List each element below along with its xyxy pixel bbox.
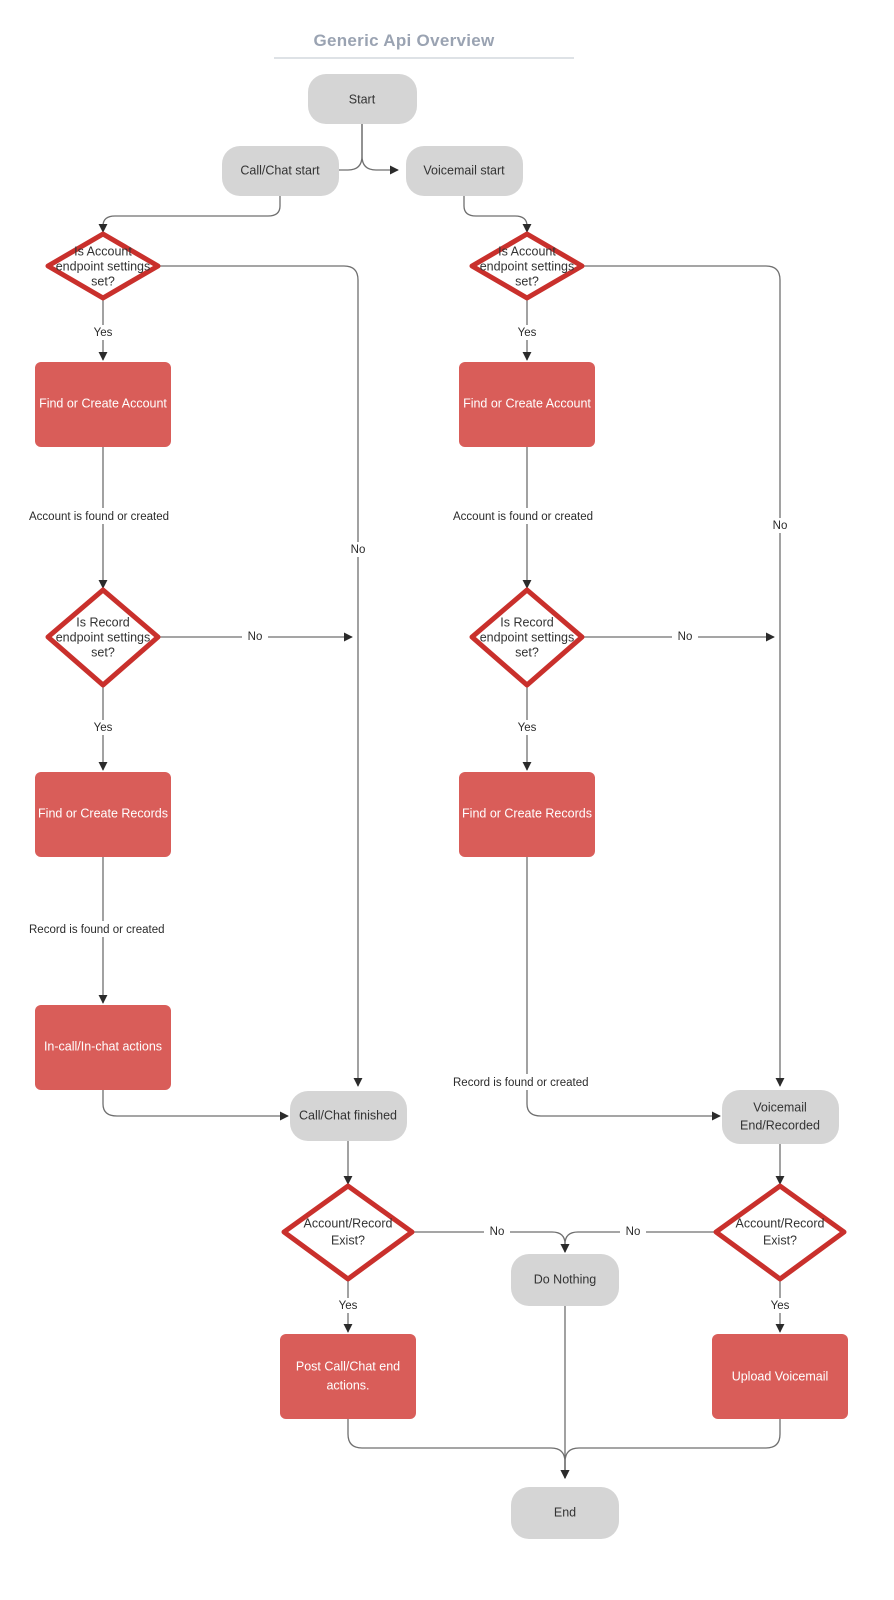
edge-label-bg: [765, 518, 795, 533]
node-do-nothing-label: Do Nothing: [534, 1272, 597, 1286]
node-in-call-in-chat-actions-label: In-call/In-chat actions: [44, 1039, 162, 1053]
edge-postcall-to-end: [347, 1419, 570, 1479]
node-is-record-endpoint-settings-set-left[interactable]: Is Record endpoint settings set?: [45, 587, 161, 688]
node-do-nothing[interactable]: Do Nothing: [511, 1254, 619, 1306]
edge-label-no-rec-right: No: [678, 631, 693, 643]
edge-label-yes-acct-left: Yes: [94, 327, 113, 339]
edge-upload-to-end: [560, 1419, 781, 1479]
edge-acctq-no-right: [582, 265, 785, 1087]
node-find-or-create-records-left-label: Find or Create Records: [38, 806, 168, 820]
diamond-right-acct-line2: endpoint settings: [480, 259, 575, 273]
node-find-or-create-records-right-label: Find or Create Records: [462, 806, 592, 820]
node-start[interactable]: Start: [308, 74, 417, 124]
edge-label-no-exist-right: No: [626, 1226, 641, 1238]
edge-label-no-acct-right: No: [773, 520, 788, 532]
edge-label-bg: [28, 921, 178, 937]
edge-label-no-acct-left: No: [351, 544, 366, 556]
edge-label-no-rec-left: No: [248, 631, 263, 643]
edge-label-yes-rec-left: Yes: [94, 722, 113, 734]
node-voicemail-start-label: Voicemail start: [423, 163, 505, 177]
edge-callchat-to-acctq-left: [98, 196, 281, 233]
node-find-or-create-account-left[interactable]: Find or Create Account: [35, 362, 171, 447]
node-voicemail-end-line2: End/Recorded: [740, 1118, 820, 1132]
edge-label-bg: [28, 508, 180, 524]
diamond-right-acct-line3: set?: [515, 274, 539, 288]
diamond-left-acct-line1: Is Account: [74, 244, 132, 258]
node-end-label: End: [554, 1505, 576, 1519]
edge-incall-to-finished: [102, 1090, 289, 1121]
edge-label-bg: [242, 630, 268, 645]
node-voicemail-end-recorded[interactable]: Voicemail End/Recorded: [722, 1090, 839, 1144]
edge-label-bg: [88, 325, 118, 340]
edge-voicemail-to-acctq-right: [463, 196, 532, 233]
node-find-or-create-records-right[interactable]: Find or Create Records: [459, 772, 595, 857]
edge-label-bg: [512, 325, 542, 340]
node-call-chat-finished-label: Call/Chat finished: [299, 1108, 397, 1122]
edge-label-record-found-left: Record is found or created: [29, 924, 165, 936]
page-title: Generic Api Overview: [313, 31, 495, 50]
node-account-record-exist-left[interactable]: Account/Record Exist?: [281, 1183, 415, 1282]
edge-label-yes-acct-right: Yes: [518, 327, 537, 339]
node-call-chat-start[interactable]: Call/Chat start: [222, 146, 339, 196]
edge-acctq-no-left: [158, 265, 363, 1087]
edge-label-bg: [452, 508, 604, 524]
node-end[interactable]: End: [511, 1487, 619, 1539]
diamond-right-acct-line1: Is Account: [498, 244, 556, 258]
diamond-left-exist-line1: Account/Record: [304, 1216, 393, 1230]
node-voicemail-start[interactable]: Voicemail start: [406, 146, 523, 196]
edge-label-record-found-right: Record is found or created: [453, 1077, 589, 1089]
diamond-right-rec-line2: endpoint settings: [480, 630, 575, 644]
edge-label-yes-exist-left: Yes: [339, 1300, 358, 1312]
edge-label-bg: [765, 1298, 795, 1313]
node-call-chat-start-label: Call/Chat start: [240, 163, 320, 177]
diamond-left-acct-line2: endpoint settings: [56, 259, 151, 273]
diamond-right-exist-line2: Exist?: [763, 1233, 797, 1247]
edge-label-no-exist-left: No: [490, 1226, 505, 1238]
edge-existq-no-right: [560, 1231, 718, 1253]
edge-label-bg: [452, 1074, 602, 1090]
edge-label-bg: [333, 1298, 363, 1313]
edge-label-account-found-left: Account is found or created: [29, 511, 169, 523]
edge-start-to-voicemail: [361, 124, 399, 175]
node-find-or-create-account-right-label: Find or Create Account: [463, 396, 591, 410]
edge-records-to-voicemailend: [526, 857, 721, 1121]
diamond-left-rec-line2: endpoint settings: [56, 630, 151, 644]
node-is-account-endpoint-settings-set-right[interactable]: Is Account endpoint settings set?: [469, 231, 585, 301]
diamond-left-rec-line3: set?: [91, 645, 115, 659]
diamond-left-rec-line1: Is Record: [76, 615, 130, 629]
node-upload-voicemail-label: Upload Voicemail: [732, 1369, 829, 1383]
diamond-right-rec-line1: Is Record: [500, 615, 554, 629]
edge-label-bg: [343, 542, 373, 557]
edge-label-bg: [484, 1225, 510, 1240]
node-post-call-line1: Post Call/Chat end: [296, 1359, 400, 1373]
edge-label-bg: [512, 720, 542, 735]
diamond-right-exist-line1: Account/Record: [736, 1216, 825, 1230]
node-is-account-endpoint-settings-set-left[interactable]: Is Account endpoint settings set?: [45, 231, 161, 301]
node-is-record-endpoint-settings-set-right[interactable]: Is Record endpoint settings set?: [469, 587, 585, 688]
node-in-call-in-chat-actions[interactable]: In-call/In-chat actions: [35, 1005, 171, 1090]
node-upload-voicemail[interactable]: Upload Voicemail: [712, 1334, 848, 1419]
node-call-chat-finished[interactable]: Call/Chat finished: [290, 1091, 407, 1141]
edge-label-account-found-right: Account is found or created: [453, 511, 593, 523]
edge-label-bg: [620, 1225, 646, 1240]
node-voicemail-end-line1: Voicemail: [753, 1100, 807, 1114]
node-find-or-create-records-left[interactable]: Find or Create Records: [35, 772, 171, 857]
node-post-call-line2: actions.: [326, 1378, 369, 1392]
diamond-left-acct-line3: set?: [91, 274, 115, 288]
edge-label-yes-rec-right: Yes: [518, 722, 537, 734]
node-start-label: Start: [349, 92, 376, 106]
node-find-or-create-account-right[interactable]: Find or Create Account: [459, 362, 595, 447]
node-post-call-chat-end-actions[interactable]: Post Call/Chat end actions.: [280, 1334, 416, 1419]
node-find-or-create-account-left-label: Find or Create Account: [39, 396, 167, 410]
node-account-record-exist-right[interactable]: Account/Record Exist?: [713, 1183, 847, 1282]
diamond-left-exist-line2: Exist?: [331, 1233, 365, 1247]
edge-label-bg: [88, 720, 118, 735]
edge-label-bg: [672, 630, 698, 645]
diamond-right-rec-line3: set?: [515, 645, 539, 659]
edge-label-yes-exist-right: Yes: [771, 1300, 790, 1312]
